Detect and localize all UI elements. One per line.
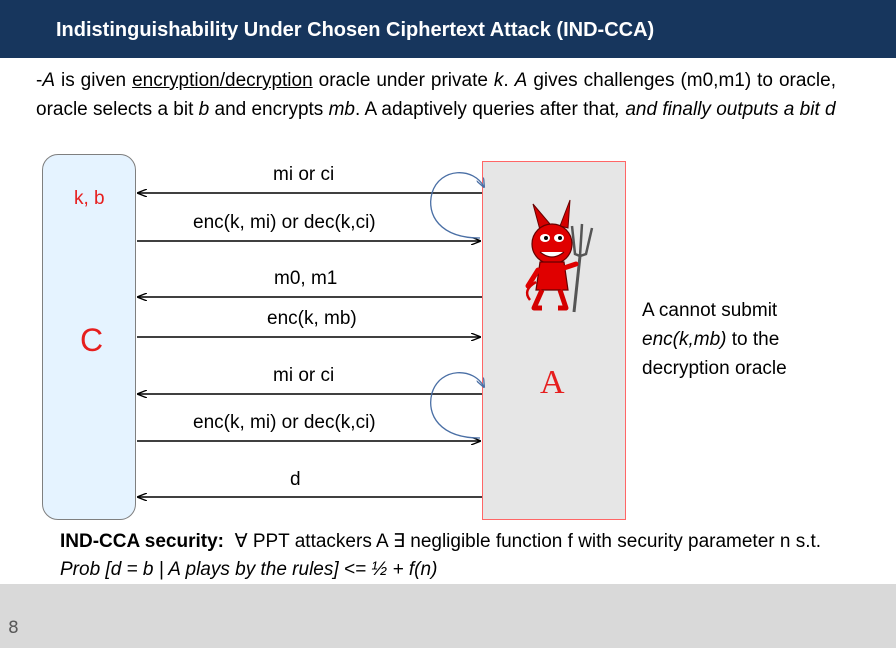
page-number: 8 <box>8 618 19 638</box>
intro-text: k <box>493 70 504 91</box>
message-label: mi or ci <box>273 164 335 185</box>
side-note: A cannot submit enc(k,mb) to the decrypt… <box>642 296 862 383</box>
intro-text: is given <box>55 70 133 91</box>
exists-symbol: ∃ <box>392 531 405 552</box>
loop-arrow-1 <box>430 172 484 239</box>
security-text: PPT attackers A <box>247 531 393 552</box>
intro-text: . <box>503 70 515 91</box>
intro-text: - <box>36 70 43 91</box>
message-label: enc(k, mi) or dec(k,ci) <box>193 412 376 433</box>
adversary-lane <box>482 161 626 520</box>
loop-arrow-2 <box>430 372 484 439</box>
intro-text: A <box>514 70 528 91</box>
security-condition: Prob [d = b | A plays by the rules] <= ½… <box>60 559 438 580</box>
intro-text: oracle under private <box>312 70 494 91</box>
intro-paragraph: -A is given encryption/decryption oracle… <box>36 66 836 124</box>
challenger-label: C <box>80 322 104 358</box>
intro-text: and encrypts <box>209 99 329 120</box>
message-label: enc(k, mi) or dec(k,ci) <box>193 212 376 233</box>
adversary-label: A <box>540 364 565 401</box>
devil-with-pitchfork-icon <box>525 199 594 313</box>
intro-text: b <box>198 99 210 120</box>
slide-title: Indistinguishability Under Chosen Cipher… <box>56 19 655 41</box>
message-label: m0, m1 <box>274 268 338 289</box>
intro-text: mb <box>328 99 355 120</box>
security-definition: IND-CCA security: ∀ PPT attackers A ∃ ne… <box>60 528 860 584</box>
message-label: mi or ci <box>273 365 335 386</box>
message-label: d <box>290 469 301 490</box>
side-note-text: A cannot submit <box>642 300 778 321</box>
footer <box>0 584 896 648</box>
security-label: IND-CCA security: <box>60 531 224 552</box>
side-note-text: enc(k,mb) <box>642 329 727 350</box>
intro-text: gives challenges (m0,m1) to oracle, orac… <box>36 70 836 120</box>
message-label: enc(k, mb) <box>267 308 357 329</box>
intro-text: , and finally outputs a bit d <box>614 99 836 120</box>
intro-text: A <box>42 70 56 91</box>
intro-text: . A adaptively queries after that <box>354 99 615 120</box>
security-text: negligible function f with security para… <box>404 531 822 552</box>
side-note-text: to the decryption oracle <box>642 329 787 379</box>
challenger-lane <box>42 154 136 520</box>
forall-symbol: ∀ <box>234 531 248 552</box>
intro-text-underlined: encryption/decryption <box>132 70 313 91</box>
challenger-keys: k, b <box>74 188 105 209</box>
title-bar: Indistinguishability Under Chosen Cipher… <box>0 0 896 58</box>
